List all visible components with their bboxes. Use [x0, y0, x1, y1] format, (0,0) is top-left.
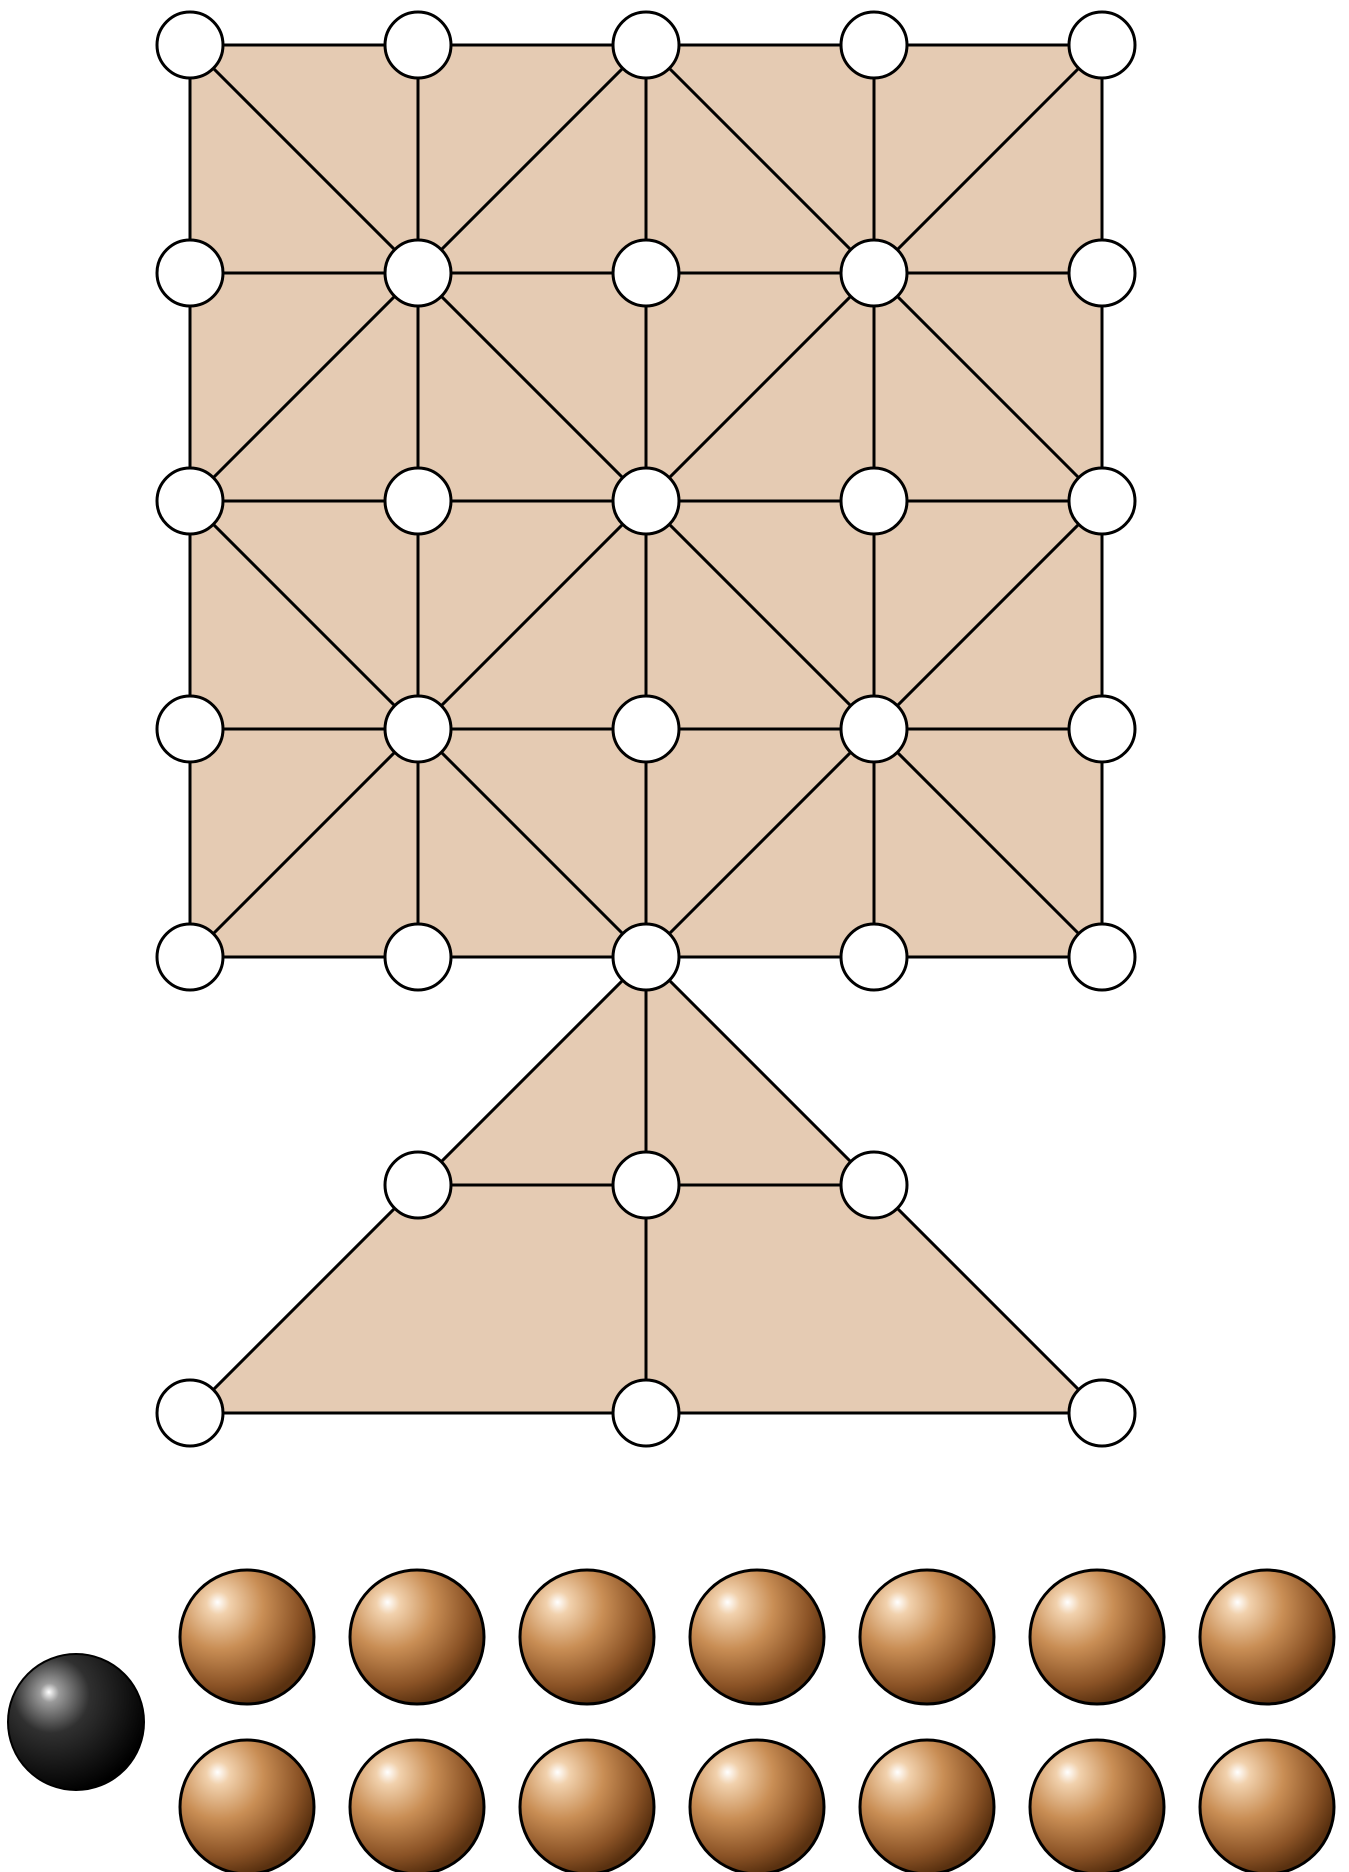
brown-piece-8[interactable]	[180, 1740, 314, 1872]
brown-piece-10[interactable]	[520, 1740, 654, 1872]
brown-piece-6[interactable]	[1030, 1570, 1164, 1704]
board-point-row-4-col-3[interactable]	[613, 696, 679, 762]
brown-piece-13[interactable]	[1030, 1740, 1164, 1872]
board-point-row-4-col-5[interactable]	[1069, 696, 1135, 762]
board-point-row-7-col-1[interactable]	[157, 1380, 223, 1446]
board-point-row-3-col-5[interactable]	[1069, 468, 1135, 534]
board-point-row-4-col-2[interactable]	[385, 696, 451, 762]
board-point-row-7-col-5[interactable]	[1069, 1380, 1135, 1446]
board-point-row-2-col-2[interactable]	[385, 240, 451, 306]
board-point-row-6-col-4[interactable]	[841, 1152, 907, 1218]
board-point-row-1-col-5[interactable]	[1069, 12, 1135, 78]
brown-piece-2[interactable]	[350, 1570, 484, 1704]
brown-piece-1[interactable]	[180, 1570, 314, 1704]
board-point-row-2-col-5[interactable]	[1069, 240, 1135, 306]
brown-piece-7[interactable]	[1200, 1570, 1334, 1704]
brown-piece-14[interactable]	[1200, 1740, 1334, 1872]
board-point-row-6-col-3[interactable]	[613, 1152, 679, 1218]
board-point-row-6-col-2[interactable]	[385, 1152, 451, 1218]
board-point-row-5-col-3[interactable]	[613, 924, 679, 990]
board-point-row-4-col-4[interactable]	[841, 696, 907, 762]
board-point-row-1-col-4[interactable]	[841, 12, 907, 78]
board-point-row-1-col-3[interactable]	[613, 12, 679, 78]
board-point-row-1-col-1[interactable]	[157, 12, 223, 78]
piece-reserve	[8, 1570, 1334, 1872]
board-point-row-3-col-1[interactable]	[157, 468, 223, 534]
brown-piece-5[interactable]	[860, 1570, 994, 1704]
board-point-row-5-col-4[interactable]	[841, 924, 907, 990]
board-point-row-3-col-2[interactable]	[385, 468, 451, 534]
brown-piece-9[interactable]	[350, 1740, 484, 1872]
board-point-row-2-col-3[interactable]	[613, 240, 679, 306]
board-point-row-5-col-5[interactable]	[1069, 924, 1135, 990]
game-board	[157, 12, 1135, 1446]
board-point-row-3-col-4[interactable]	[841, 468, 907, 534]
board-point-row-3-col-3[interactable]	[613, 468, 679, 534]
board-point-row-1-col-2[interactable]	[385, 12, 451, 78]
board-point-row-2-col-1[interactable]	[157, 240, 223, 306]
brown-piece-3[interactable]	[520, 1570, 654, 1704]
brown-piece-4[interactable]	[690, 1570, 824, 1704]
board-point-row-7-col-3[interactable]	[613, 1380, 679, 1446]
board-point-row-5-col-2[interactable]	[385, 924, 451, 990]
board-point-row-4-col-1[interactable]	[157, 696, 223, 762]
board-point-row-5-col-1[interactable]	[157, 924, 223, 990]
black-piece-1[interactable]	[8, 1654, 144, 1790]
board-point-row-2-col-4[interactable]	[841, 240, 907, 306]
brown-piece-12[interactable]	[860, 1740, 994, 1872]
brown-piece-11[interactable]	[690, 1740, 824, 1872]
